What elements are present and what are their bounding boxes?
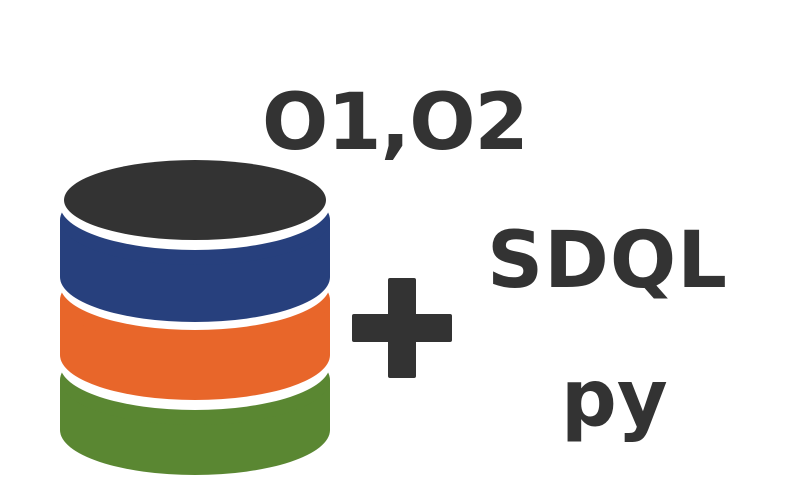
label-py: py	[561, 354, 668, 444]
plus-icon	[352, 278, 452, 378]
database-top-disk	[64, 160, 326, 240]
database-stack-icon	[60, 160, 330, 475]
label-o1-o2: O1,O2	[262, 78, 529, 168]
label-sdql: SDQL	[487, 216, 728, 306]
